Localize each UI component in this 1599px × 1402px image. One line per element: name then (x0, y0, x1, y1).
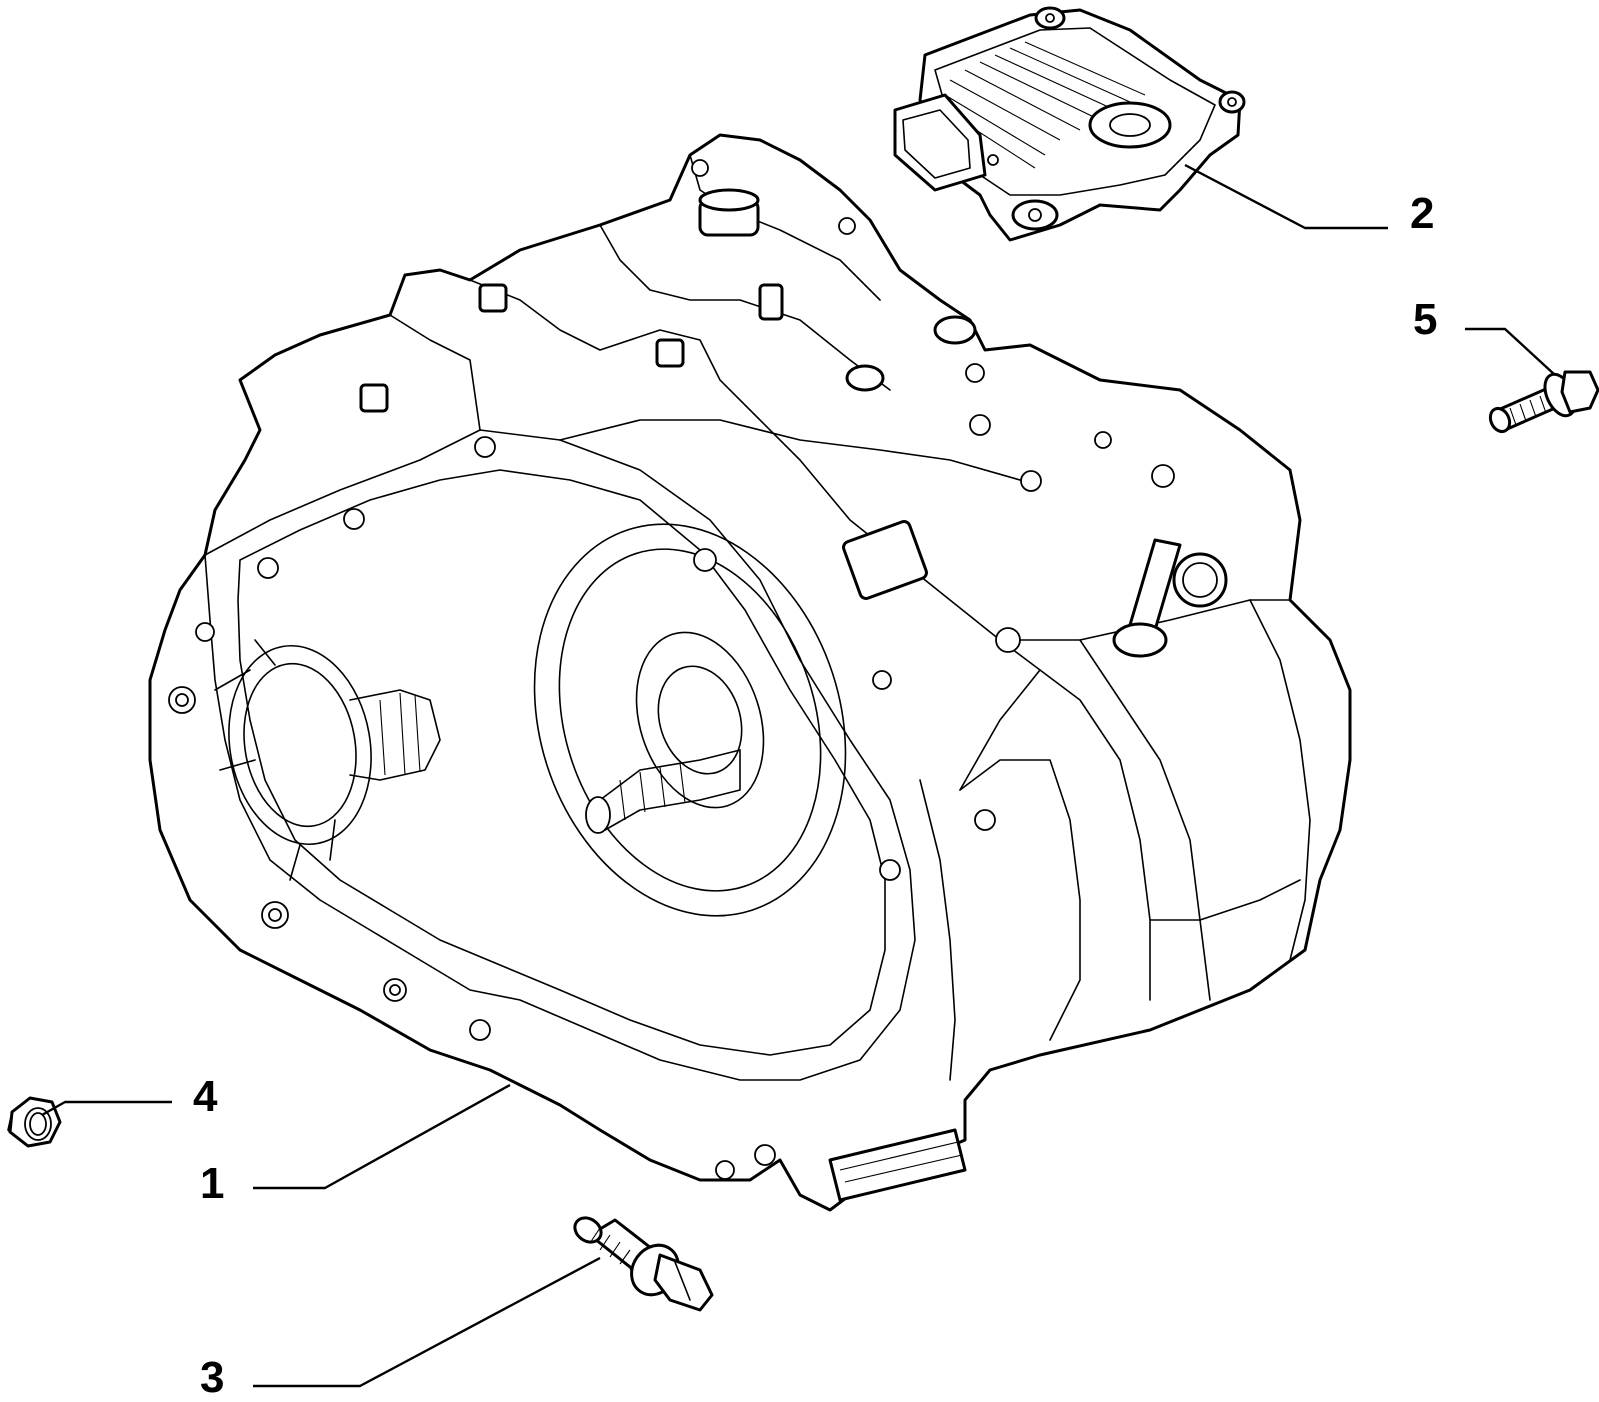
gearbox-housing-icon (148, 133, 1352, 1212)
leader-line-2 (1184, 163, 1388, 230)
callout-number-4: 4 (193, 1072, 218, 1121)
leader-line-5 (1465, 327, 1556, 376)
leader-line-1 (253, 1083, 511, 1190)
callout-number-2: 2 (1410, 189, 1435, 238)
callout-number-5: 5 (1413, 295, 1438, 344)
callout-number-3: 3 (200, 1353, 225, 1402)
leader-line-3 (253, 1256, 601, 1388)
control-module-icon (893, 6, 1246, 242)
hex-nut-icon (7, 1096, 62, 1148)
flange-bolt-icon (1488, 370, 1599, 434)
leader-line-4 (41, 1100, 172, 1117)
flange-bolt-icon (573, 1216, 714, 1312)
callout-number-1: 1 (200, 1159, 225, 1208)
leader-lines (41, 163, 1556, 1388)
